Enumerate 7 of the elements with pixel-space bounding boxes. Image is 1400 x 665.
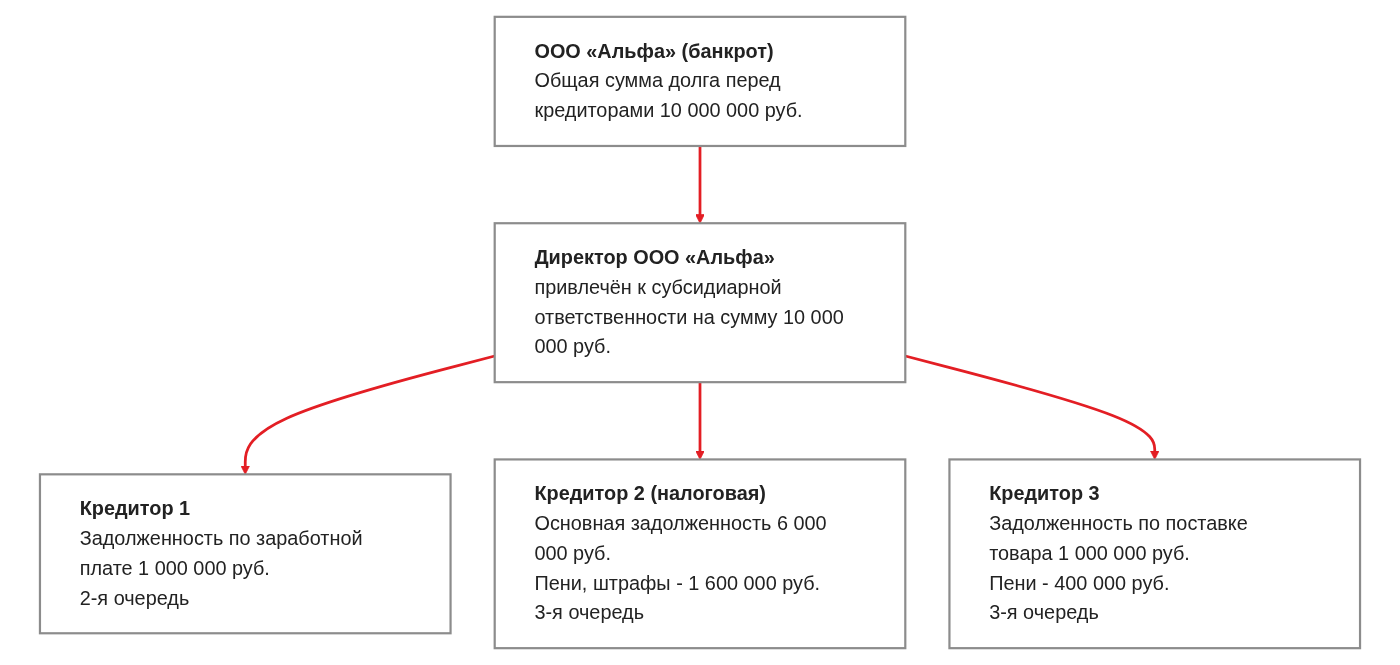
- node-box: ООО «Альфа» (банкрот) Общая сумма долга перед кредиторами 10 000 000 руб.: [493, 15, 907, 148]
- arrow: [695, 145, 705, 224]
- node-box: Кредитор 3 Задолженность по поставке товара 1 000 000 руб. Пени - 400 000 руб. 3-я очередь: [948, 458, 1362, 650]
- node-box: Кредитор 2 (налоговая) Основная задолженность 6 000 000 руб. Пени, штрафы - 1 600 000 руб. 3-я очередь: [493, 458, 907, 650]
- node-box: Кредитор 1 Задолженность по заработной плате 1 000 000 руб. 2-я очередь: [38, 473, 452, 635]
- node-box: Директор ООО «Альфа» привлечён к субсидиарной ответственности на сумму 10 000 000 руб.: [493, 222, 907, 384]
- arrow: [695, 382, 705, 460]
